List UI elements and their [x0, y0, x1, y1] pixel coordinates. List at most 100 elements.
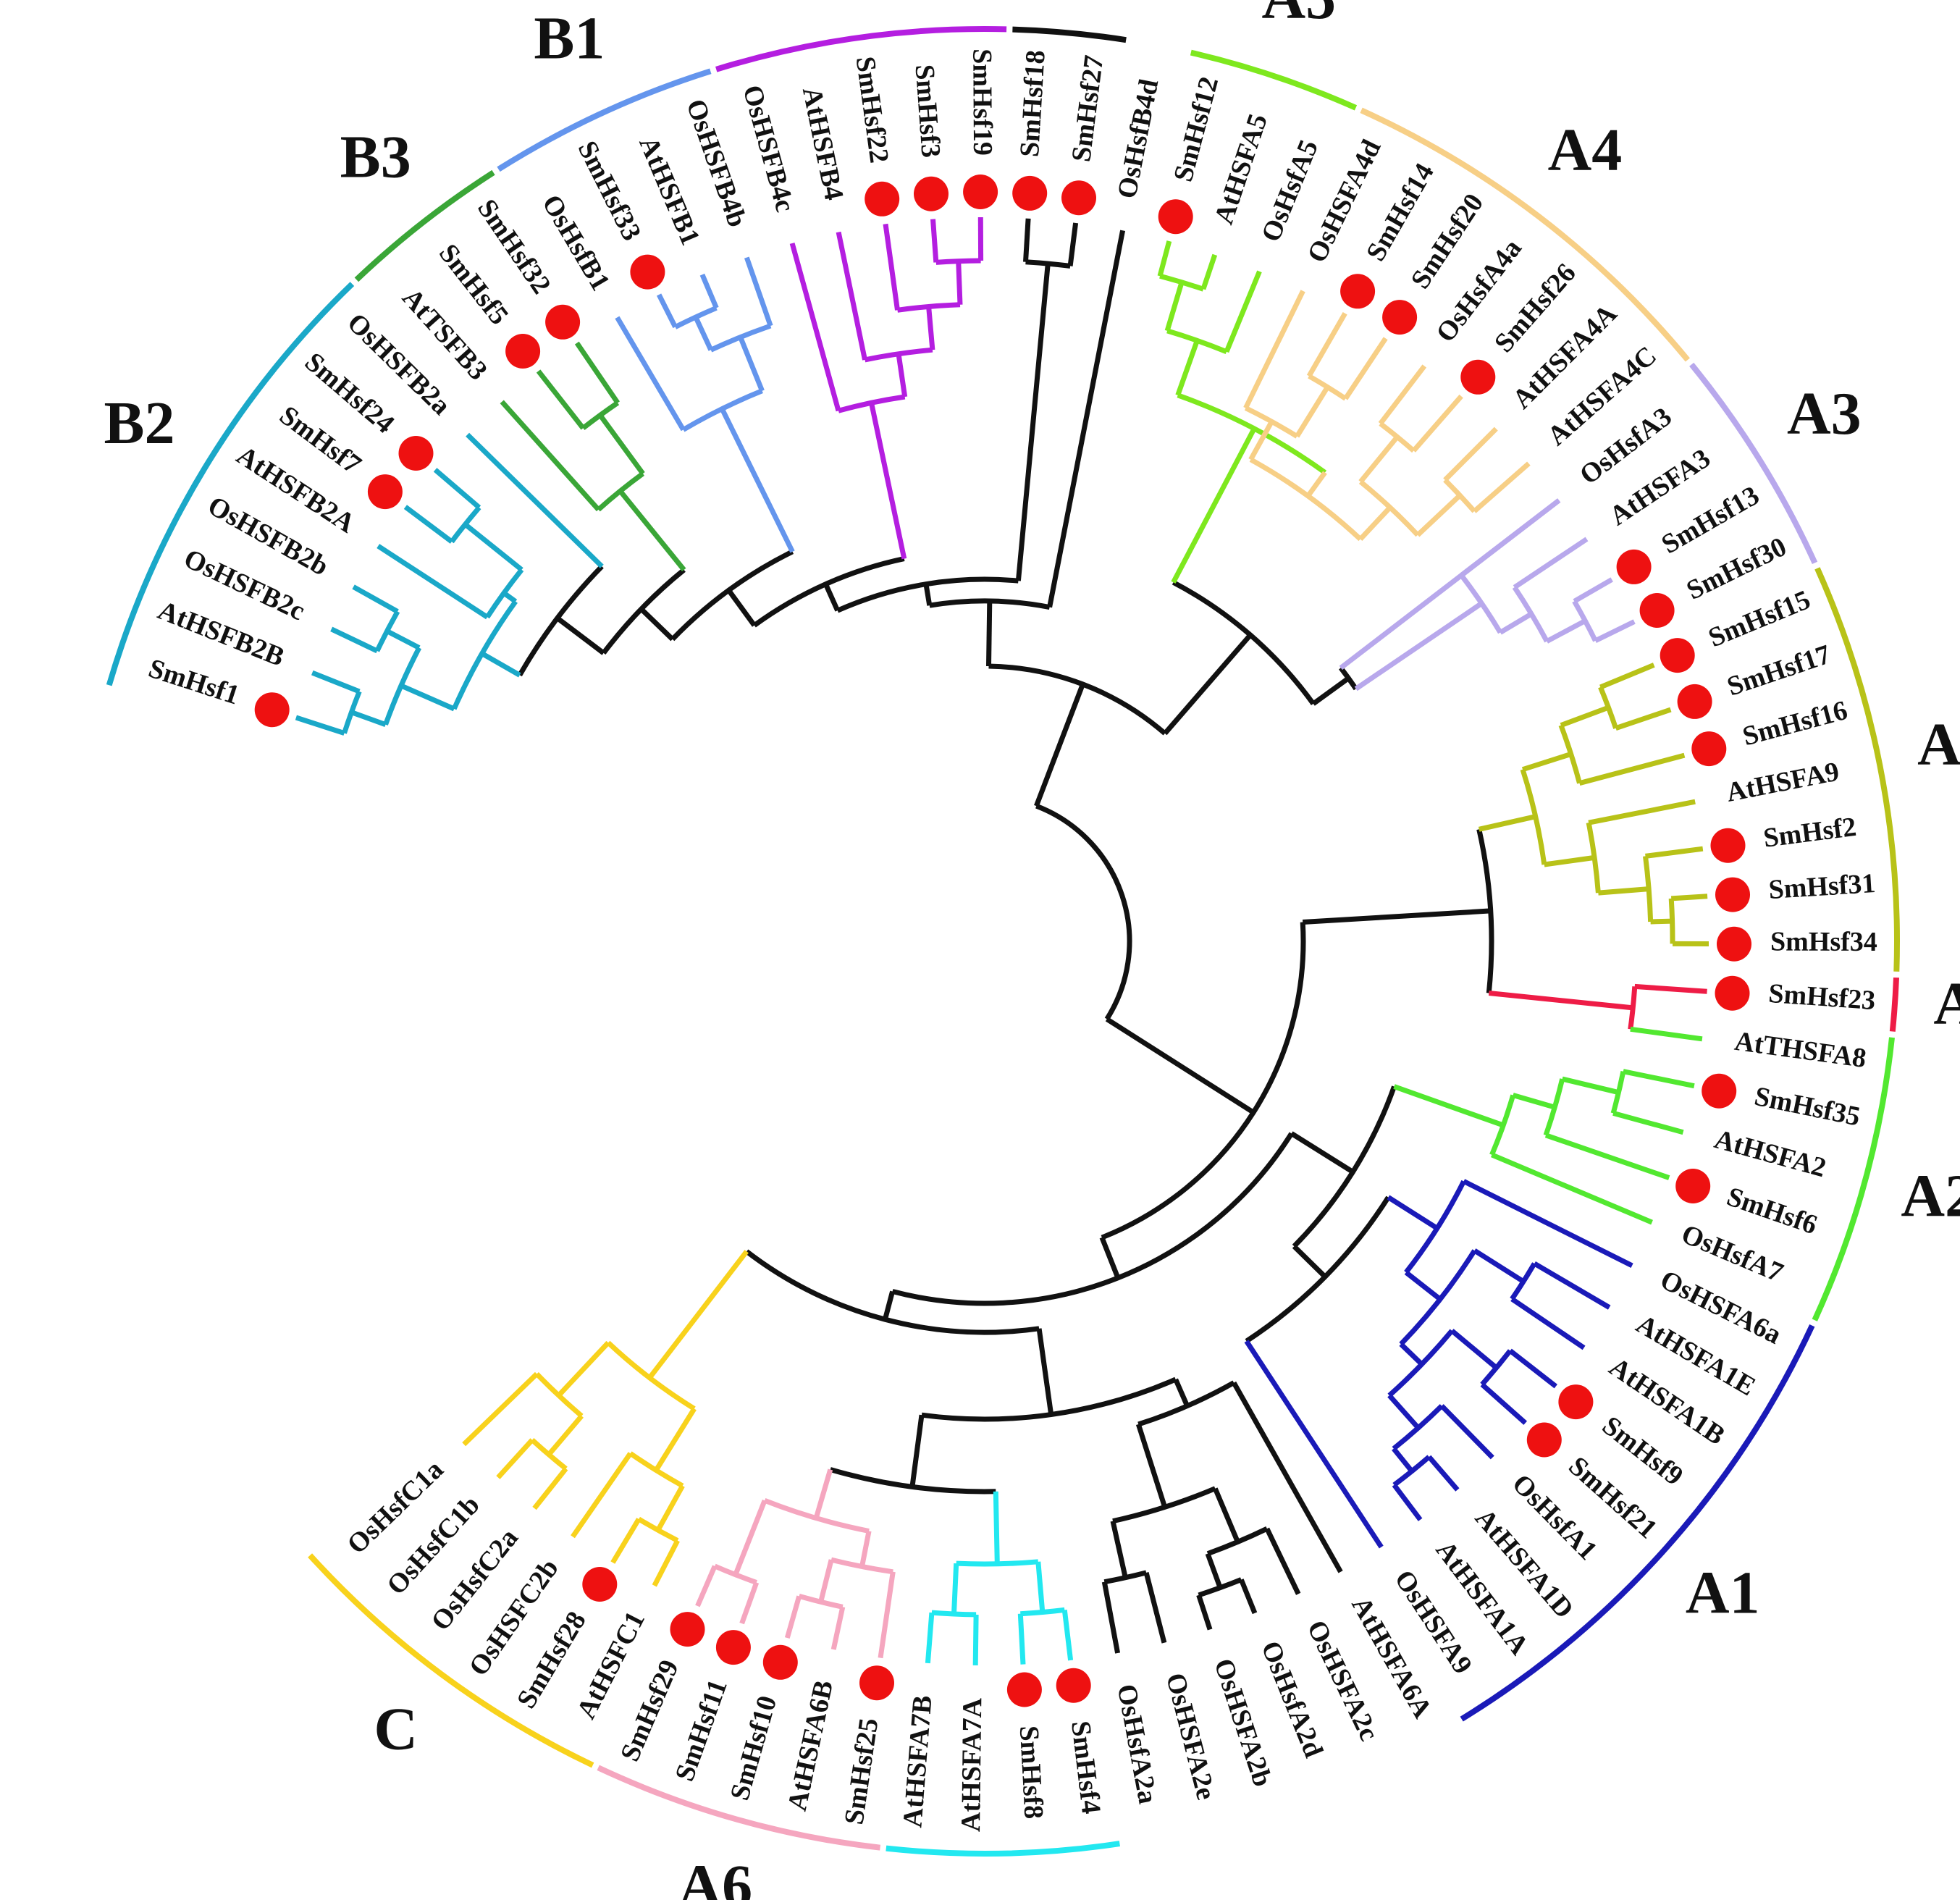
branch-206 — [610, 1518, 642, 1564]
branch-139 — [1510, 1297, 1586, 1350]
branch-178 — [1035, 1561, 1046, 1613]
branch-136 — [1473, 1248, 1525, 1284]
branch-172 — [1101, 1581, 1121, 1654]
branch-236 — [1650, 918, 1673, 925]
branch-143 — [1480, 1349, 1513, 1387]
branch-221 — [1478, 814, 1536, 832]
branch-6 — [836, 576, 1019, 613]
branch-184 — [972, 1614, 979, 1665]
branch-117 — [1290, 1131, 1355, 1174]
branch-214 — [462, 1371, 539, 1447]
branch-197 — [739, 1581, 760, 1625]
clade-arc — [1190, 49, 1358, 111]
branch-128 — [1491, 1152, 1653, 1225]
branch-16 — [451, 600, 518, 710]
branch-160 — [1135, 1423, 1168, 1508]
species-marker-dot — [670, 1612, 705, 1647]
species-marker-dot — [1715, 877, 1750, 912]
tree-branches — [295, 217, 1709, 1665]
clade-arc — [354, 169, 495, 282]
branch-68 — [1067, 222, 1079, 266]
branch-216 — [1476, 828, 1494, 993]
leaf-label: OsHSFB4c — [736, 82, 800, 215]
branch-175 — [829, 1467, 996, 1495]
branch-227 — [1599, 663, 1655, 690]
branch-225 — [1560, 705, 1610, 728]
branch-201 — [654, 1407, 697, 1472]
branch-205 — [652, 1539, 680, 1587]
branch-125 — [1623, 1069, 1695, 1089]
branch-233 — [1598, 886, 1649, 896]
species-marker-dot — [1012, 175, 1048, 211]
branch-137 — [1510, 1262, 1537, 1300]
clade-arc — [597, 1765, 881, 1851]
branch-187 — [763, 1498, 870, 1534]
branch-57 — [836, 231, 867, 361]
branch-141 — [1387, 1329, 1454, 1397]
branch-204 — [637, 1516, 679, 1543]
clade-label: A4 — [1548, 117, 1623, 184]
branch-157 — [921, 1376, 1177, 1422]
branch-185 — [925, 1612, 935, 1664]
branch-173 — [1232, 1381, 1343, 1573]
branch-26 — [352, 584, 399, 614]
branch-41 — [574, 341, 620, 405]
leaf-label: AtHSFA7B — [897, 1694, 938, 1829]
branch-208 — [557, 1340, 610, 1397]
branch-156 — [1036, 1328, 1054, 1416]
branch-54 — [789, 243, 841, 412]
branch-180 — [1061, 1609, 1074, 1661]
leaf-label: SmHsf19 — [967, 49, 998, 156]
branch-177 — [956, 1559, 1039, 1567]
branch-47 — [693, 316, 713, 351]
branch-65 — [1015, 263, 1051, 581]
leaf-label: SmHsf23 — [1767, 978, 1876, 1016]
species-marker-dot — [582, 1567, 618, 1602]
clade-arc — [1460, 1324, 1815, 1722]
branch-48 — [674, 306, 718, 329]
clade-label: A7 — [967, 1890, 1042, 1900]
branch-18 — [383, 646, 422, 726]
clade-arc — [1012, 26, 1127, 43]
branch-35 — [618, 489, 686, 572]
species-marker-dot — [505, 334, 541, 369]
branch-63 — [930, 219, 939, 263]
branch-105 — [1499, 611, 1533, 635]
species-marker-dot — [1460, 359, 1496, 395]
species-marker-dot — [1639, 593, 1675, 628]
branch-195 — [733, 1500, 767, 1576]
branch-232 — [1588, 799, 1696, 825]
leaf-label: SmHsf8 — [1014, 1725, 1049, 1820]
branch-95 — [1411, 394, 1463, 453]
branch-207 — [571, 1452, 633, 1539]
branch-228 — [1615, 707, 1672, 731]
branch-181 — [1017, 1613, 1026, 1665]
branch-215 — [1302, 908, 1491, 925]
branch-127 — [1544, 1132, 1670, 1180]
branch-33 — [433, 468, 481, 510]
branch-231 — [1586, 822, 1601, 894]
branch-36 — [597, 471, 644, 512]
branch-86 — [1295, 385, 1330, 438]
branch-161 — [1112, 1486, 1216, 1524]
species-marker-dot — [1710, 828, 1746, 863]
branch-85 — [1243, 290, 1305, 410]
branch-0 — [1035, 803, 1132, 1021]
branch-145 — [1480, 1382, 1528, 1425]
branch-22 — [311, 670, 361, 694]
leaf-label: SmHsf4 — [1065, 1719, 1106, 1815]
branch-113 — [1105, 1017, 1256, 1115]
branch-229 — [1578, 752, 1686, 786]
species-marker-dot — [545, 304, 581, 340]
leaf-label: SmHsf11 — [669, 1676, 733, 1785]
branch-119 — [1393, 1084, 1505, 1128]
branch-163 — [1206, 1526, 1269, 1556]
clade-labels: B2B3B1B4B5A5A4A3A9A8A2A1A7A6C — [104, 0, 1960, 1900]
species-marker-dot — [1717, 926, 1751, 962]
leaf-label: SmHsf22 — [850, 54, 895, 164]
branch-29 — [377, 544, 489, 620]
branch-14 — [517, 564, 604, 677]
branch-87 — [1308, 374, 1347, 401]
clade-arc — [308, 1553, 594, 1768]
branch-115 — [1099, 1236, 1121, 1279]
